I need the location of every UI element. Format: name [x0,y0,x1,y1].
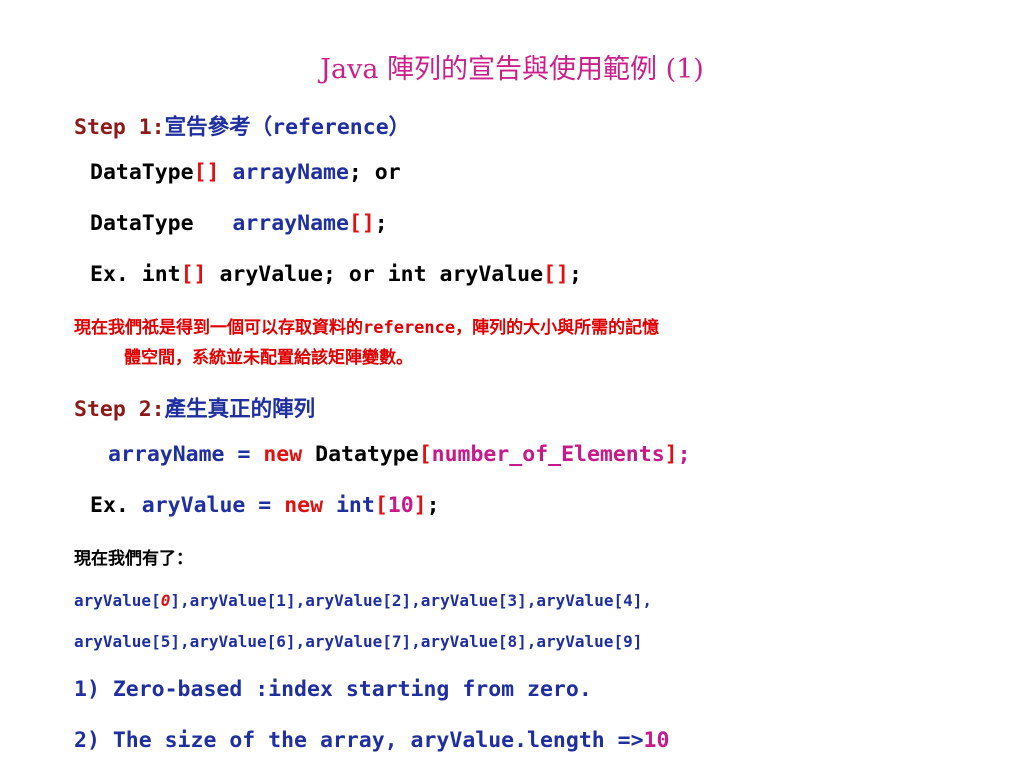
note-line-2: 體空間，系統並未配置給該矩陣變數。 [124,348,413,368]
note-line-1: 現在我們祇是得到一個可以存取資料的reference，陣列的大小與所需的記憶 [74,318,660,338]
alloc-semi: ; [677,442,691,467]
declaration-line-2: DataType arrayName[]; [90,211,388,236]
elements-line-2: aryValue[5],aryValue[6],aryValue[7],aryV… [74,632,643,651]
decl2-name: arrayName [232,211,349,236]
step2-heading: Step 2:產生真正的陣列 [74,392,315,423]
ex1-brackets-1: [] [180,262,207,287]
ex2-type: int [323,493,375,518]
decl2-type: DataType [90,211,194,236]
ex1-mid: aryValue; or int aryValue [206,262,544,287]
step1-reference: reference [272,115,389,140]
point-2-value: 10 [643,728,670,753]
ex1-prefix: Ex. int [90,262,181,287]
decl2-gap [194,211,233,236]
ex2-semi: ; [426,493,440,518]
example-line-1: Ex. int[] aryValue; or int aryValue[]; [90,262,582,287]
step2-label: Step 2 [74,397,152,422]
elements-first-rest: ],aryValue[1],aryValue[2],aryValue[3],ar… [170,591,652,610]
decl1-brackets: [] [193,160,220,185]
ex2-name: aryValue = [128,493,285,518]
ex2-close-bracket: ] [413,493,427,518]
decl2-semi: ; [374,211,388,236]
alloc-param: number_of_Elements [431,442,665,467]
alloc-close-bracket: ] [664,442,678,467]
alloc-name: arrayName [108,442,225,467]
step2-colon: : [151,397,165,422]
decl2-brackets: [] [348,211,375,236]
ex2-size: 10 [387,493,414,518]
point-2-text: 2) The size of the array, aryValue.lengt… [74,728,644,753]
now-have-label: 現在我們有了： [74,549,193,569]
alloc-open-bracket: [ [418,442,432,467]
page-title: Java 陣列的宣告與使用範例 (1) [320,54,704,85]
step2-text: 產生真正的陣列 [164,397,316,422]
decl1-rest: ; or [348,160,401,185]
elements-first-prefix: aryValue[ [74,591,161,610]
point-1: 1) Zero-based :index starting from zero. [74,677,592,702]
allocation-line: arrayName = new Datatype[number_of_Eleme… [108,442,691,467]
step1-heading: Step 1:宣告參考（reference） [74,110,410,141]
elements-first-index: 0 [160,591,171,610]
decl1-type: DataType [90,160,194,185]
alloc-new-keyword: new [263,442,303,467]
alloc-type: Datatype [302,442,419,467]
ex1-brackets-2: [] [543,262,569,287]
elements-line-1: aryValue[0],aryValue[1],aryValue[2],aryV… [74,591,652,610]
alloc-eq: = [224,442,264,467]
decl1-name: arrayName [232,160,349,185]
step1-colon: : [151,115,165,140]
step1-label: Step 1 [74,115,152,140]
declaration-line-1: DataType[] arrayName; or [90,160,401,185]
step1-text: 宣告參考（ [164,115,273,140]
ex2-open-bracket: [ [374,493,388,518]
point-2: 2) The size of the array, aryValue.lengt… [74,728,669,753]
ex2-ex: Ex. [90,493,129,518]
example-line-2: Ex. aryValue = new int[10]; [90,493,440,518]
step1-close: ） [388,115,411,140]
ex2-new-keyword: new [284,493,324,518]
ex1-semi: ; [568,262,582,287]
